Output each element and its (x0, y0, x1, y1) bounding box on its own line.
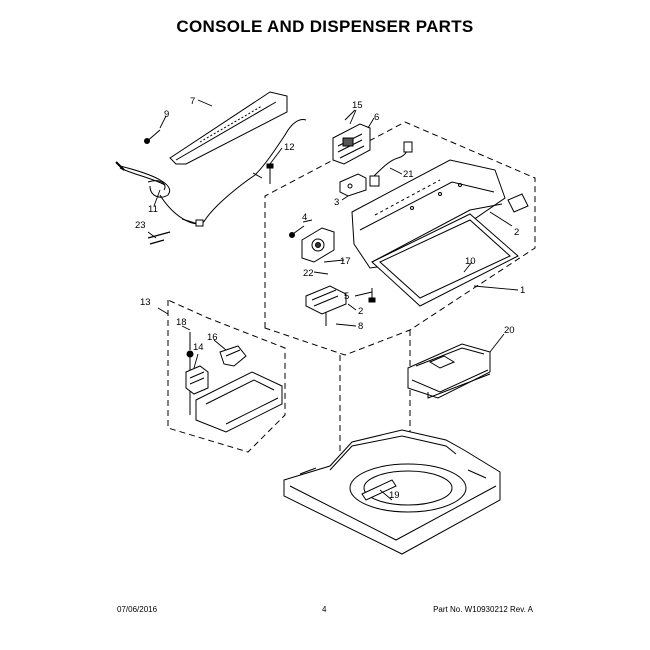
page-title: CONSOLE AND DISPENSER PARTS (176, 17, 474, 36)
part-2-clip-right (507, 193, 529, 213)
callout-16: 16 (207, 332, 218, 343)
part-5-screw (368, 288, 376, 303)
part-17-knob (301, 227, 335, 263)
footer-date: 07/06/2016 (117, 605, 158, 614)
part-4-screw (289, 225, 305, 238)
part-20-dispenser-drawer (407, 343, 491, 399)
part-9-screw (144, 129, 161, 144)
callout-17: 17 (340, 256, 351, 267)
callout-3: 3 (334, 197, 339, 208)
callout-1: 1 (520, 285, 525, 296)
callout-4: 4 (302, 212, 307, 223)
callout-19: 19 (389, 490, 400, 501)
sensor-group-dashed-outline (167, 299, 286, 453)
callout-20: 20 (504, 325, 515, 336)
part-10-overlay-panel (371, 213, 519, 307)
callout-13: 13 (140, 297, 151, 308)
callout-10: 10 (465, 256, 476, 267)
part-7-console-trim (169, 91, 288, 165)
callout-21: 21 (403, 169, 414, 180)
part-15-screw (344, 109, 356, 121)
part-12-screw (266, 163, 274, 184)
callout-12: 12 (284, 142, 295, 153)
callout-2-right: 2 (514, 227, 519, 238)
part-2-bracket-lower (305, 285, 347, 315)
callout-8: 8 (358, 321, 363, 332)
part-23-clip (147, 231, 171, 245)
callout-15: 15 (352, 100, 363, 111)
callout-9: 9 (164, 109, 169, 120)
callout-22: 22 (303, 268, 314, 279)
part-6-control-board (332, 123, 371, 165)
part-21-wire-harness (369, 141, 413, 187)
footer-page-number: 4 (322, 605, 327, 614)
part-11-wire-harness (115, 119, 307, 227)
callout-2-lower: 2 (358, 306, 363, 317)
callout-23: 23 (135, 220, 146, 231)
callout-11: 11 (148, 204, 158, 215)
part-16-clip (219, 345, 247, 367)
part-14-pressure-sensor (185, 365, 209, 395)
callout-6: 6 (374, 112, 379, 123)
cabinet-top (283, 429, 501, 555)
callout-7: 7 (190, 96, 195, 107)
callout-5: 5 (344, 291, 349, 302)
footer-part-number: Part No. W10930212 Rev. A (433, 605, 533, 614)
part-3-switch (339, 173, 367, 197)
callout-18: 18 (176, 317, 187, 328)
sensor-tray (195, 371, 283, 433)
callout-14: 14 (193, 342, 204, 353)
